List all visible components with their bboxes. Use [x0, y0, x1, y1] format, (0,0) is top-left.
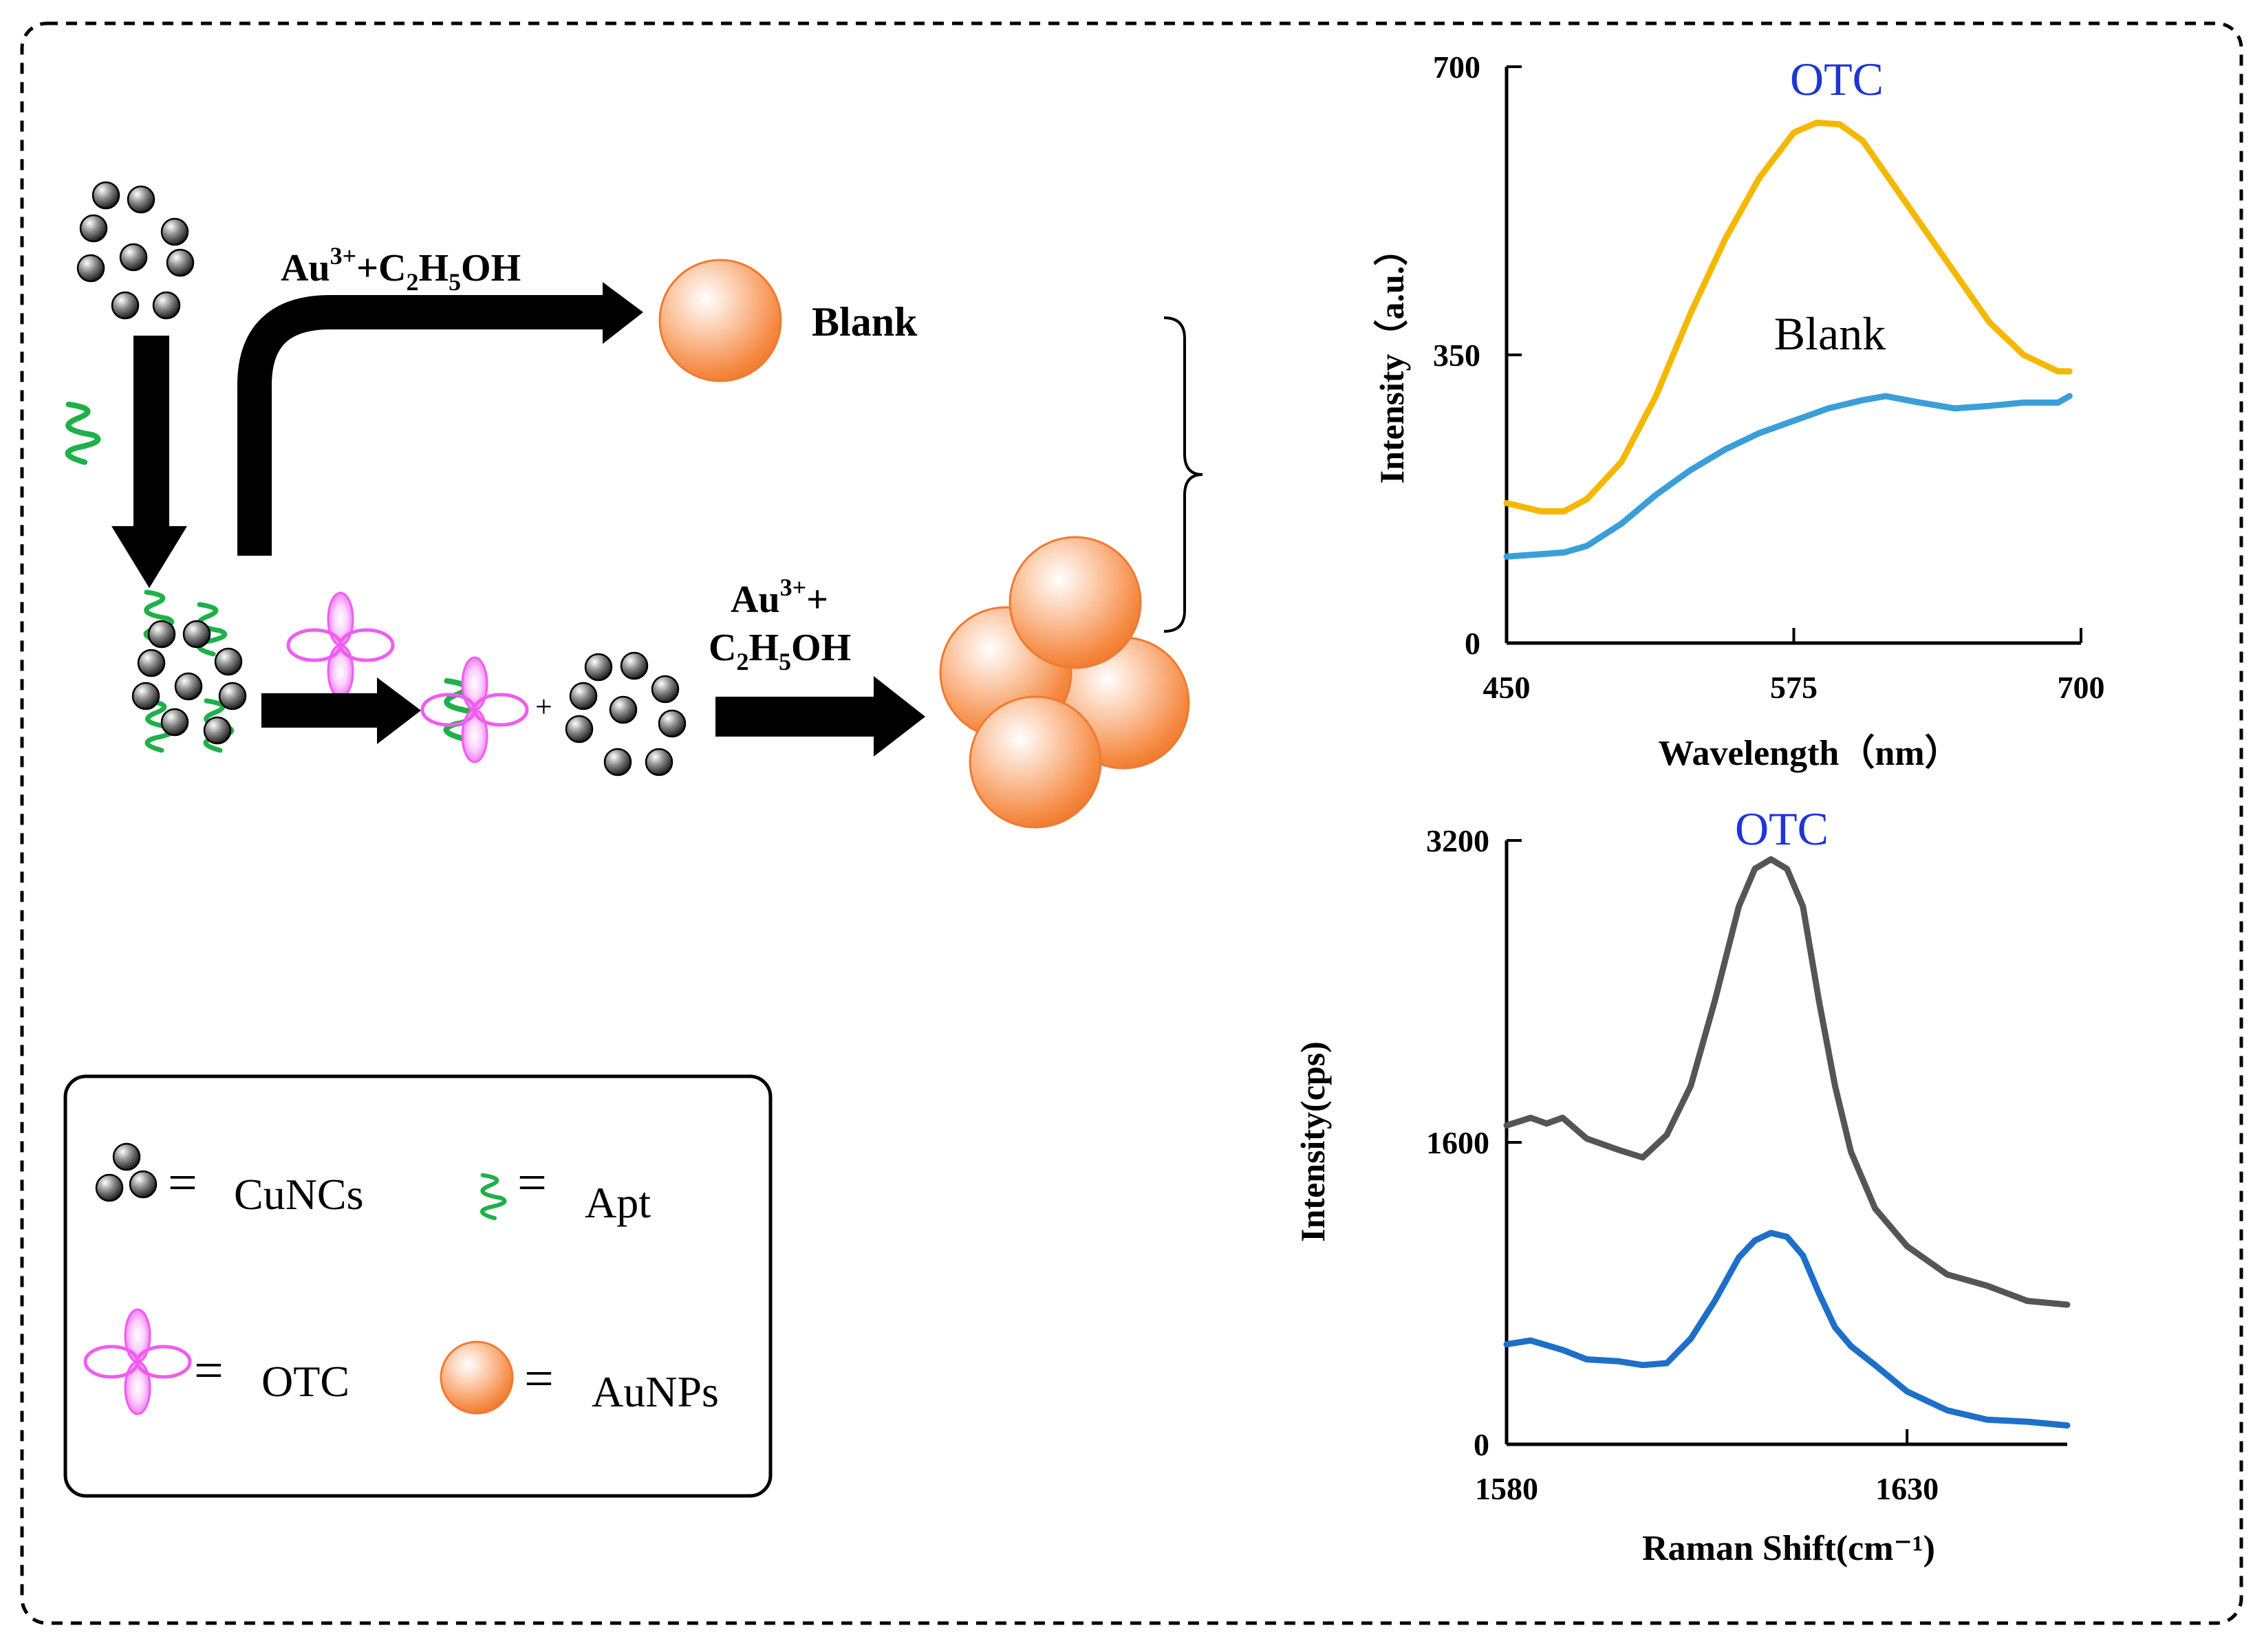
grouping-brace [1163, 316, 1203, 633]
legend-item-otc: = OTC [85, 1309, 349, 1414]
arrow-to-aggregate [715, 676, 925, 757]
series-line-1 [1503, 1230, 2071, 1429]
legend-label-cuncs: CuNCs [234, 1170, 364, 1219]
x-tick-label: 575 [1770, 670, 1818, 705]
chart2-ticks: 0 1600 3200 1580 1630 [1426, 823, 1939, 1506]
cuncs-icon [112, 1142, 141, 1171]
chart2-annotation-otc: OTC [1735, 803, 1829, 855]
reagent-label-top: Au3++C2H5OH [281, 242, 521, 296]
y-tick-label: 700 [1433, 50, 1480, 85]
cuncs-apt-complex [131, 592, 247, 750]
raman-chart: 0 1600 3200 1580 1630 Intensity(cps) Raman S… [1293, 803, 2071, 1568]
uv-vis-chart: 0 350 700 450 575 700 Intensity（a.u.） Wavelen… [1372, 50, 2105, 773]
series-line-0 [1503, 119, 2073, 514]
aunp-aggregate [939, 536, 1190, 829]
x-tick-label: 1580 [1475, 1471, 1538, 1506]
legend-label-apt: Apt [585, 1178, 651, 1227]
reagent-label-bottom-line2: C2H5OH [709, 627, 851, 675]
chart1-series [1503, 119, 2073, 560]
outer-dashed-frame [20, 21, 2243, 1625]
chart1-annotation-otc: OTC [1790, 53, 1884, 105]
legend-equals: = [524, 1350, 554, 1408]
chart1-ticks: 0 350 700 450 575 700 [1433, 50, 2105, 705]
chart1-ylabel: Intensity（a.u.） [1372, 232, 1411, 484]
x-tick-label: 1630 [1875, 1471, 1939, 1506]
curved-arrow-to-blank [237, 282, 643, 556]
series-line-1 [1503, 393, 2073, 560]
blank-label: Blank [812, 299, 918, 345]
aunp-icon [440, 1340, 514, 1415]
legend-box [63, 1074, 773, 1498]
otc-apt-complex [422, 657, 527, 762]
chart1-xlabel: Wavelength（nm） [1658, 733, 1960, 773]
aunp-blank-particle [658, 259, 782, 382]
plus-sign: + [535, 690, 552, 724]
chart1-annotation-blank: Blank [1774, 307, 1886, 360]
series-line-0 [1503, 856, 2071, 1308]
y-tick-label: 3200 [1426, 823, 1489, 858]
x-tick-label: 450 [1483, 670, 1531, 705]
legend-label-aunps: AuNPs [592, 1367, 719, 1416]
chart2-series [1503, 856, 2071, 1429]
legend-equals: = [517, 1154, 547, 1212]
legend-item-cuncs: = CuNCs [95, 1142, 364, 1219]
cuncs-cluster-top [76, 181, 195, 320]
chart2-xlabel: Raman Shift(cm⁻¹) [1642, 1529, 1935, 1568]
apt-strand-icon [68, 404, 98, 462]
legend-item-apt: = Apt [482, 1154, 651, 1227]
arrow-add-otc [261, 677, 421, 744]
y-tick-label: 0 [1465, 626, 1480, 661]
x-tick-label: 700 [2058, 670, 2105, 705]
y-tick-label: 1600 [1426, 1125, 1489, 1160]
down-arrow [111, 336, 187, 588]
y-tick-label: 350 [1433, 338, 1480, 373]
legend-equals: = [168, 1154, 197, 1212]
chart2-ylabel: Intensity(cps) [1293, 1041, 1332, 1242]
reagent-label-bottom-line1: Au3++ [731, 574, 828, 621]
legend-item-aunps: = AuNPs [440, 1340, 719, 1416]
released-cuncs [565, 651, 687, 776]
legend-equals: = [194, 1342, 224, 1400]
y-tick-label: 0 [1474, 1427, 1489, 1462]
legend-label-otc: OTC [261, 1357, 349, 1406]
